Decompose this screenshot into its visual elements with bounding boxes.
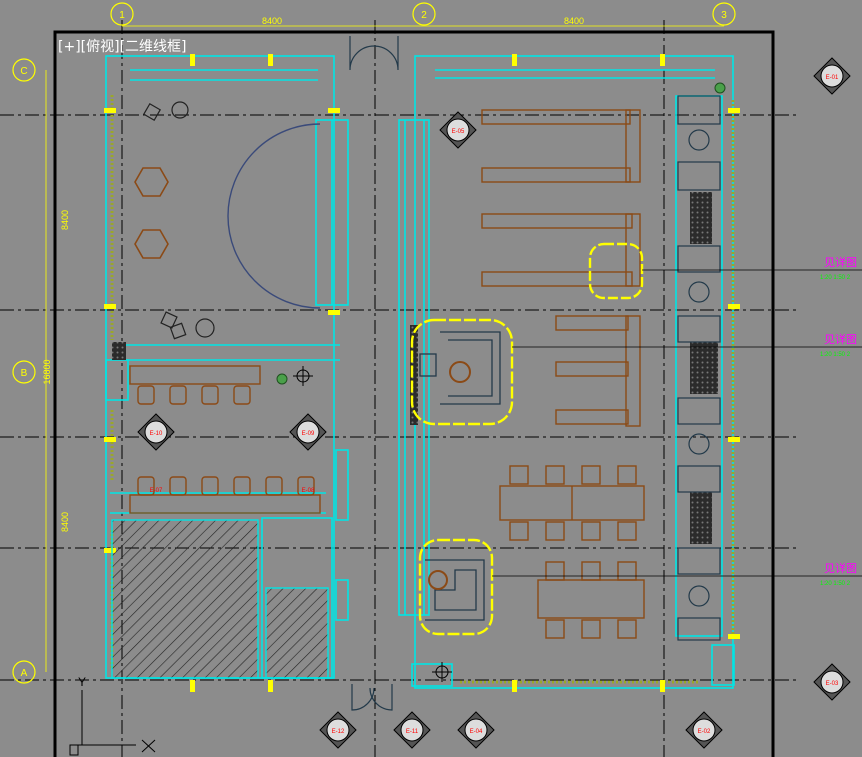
revision-clouds — [410, 242, 644, 636]
elevation-tag-e11: E-11 — [393, 711, 431, 749]
storage-area-hatch — [111, 519, 259, 679]
elevation-tag-e05: E-05 — [439, 111, 477, 149]
elevation-tag-e04: E-04 — [457, 711, 495, 749]
grid-bubble-left-c: C — [12, 58, 36, 82]
detail-note-1-title: 见详图 — [824, 255, 857, 269]
svg-text:1: 1 — [119, 10, 125, 21]
detail-note-3-sub: 1:20 1:50 2 — [820, 581, 851, 587]
elevation-tag-e12: E-12 — [319, 711, 357, 749]
column-markers — [104, 54, 740, 692]
elevation-tag-e03: E-03 — [813, 663, 851, 701]
svg-text:E-05: E-05 — [452, 129, 465, 135]
ucs-y-label: Y — [78, 675, 86, 689]
round-chairs — [428, 361, 471, 590]
sofa-sets — [481, 109, 641, 427]
detail-leaders — [492, 269, 862, 577]
meeting-tables — [499, 465, 645, 639]
grid-bubble-left-b: B — [12, 360, 36, 384]
svg-text:E-01: E-01 — [826, 75, 839, 81]
svg-text:E-10: E-10 — [150, 431, 163, 437]
ucs-icon — [69, 690, 156, 756]
hex-tables — [134, 167, 169, 259]
crosshair-symbols — [293, 366, 452, 682]
detail-note-1-sub: 1:20 1:50 2 — [820, 275, 851, 281]
workstations-upper — [129, 365, 261, 405]
dimension-top-left: 8400 — [262, 16, 282, 26]
svg-text:E-02: E-02 — [698, 729, 711, 735]
detail-note-2-title: 见详图 — [824, 332, 857, 346]
dimension-left-bottom: 8400 — [60, 512, 70, 532]
svg-text:C: C — [20, 66, 27, 77]
outer-wall — [53, 30, 775, 757]
svg-text:B: B — [21, 368, 28, 379]
dimension-left-top: 8400 — [60, 210, 70, 230]
grid-bubble-top-1: 1 — [110, 2, 134, 26]
dimension-lines — [45, 25, 724, 672]
svg-text:3: 3 — [721, 10, 727, 21]
svg-text:E-04: E-04 — [470, 729, 483, 735]
loose-chairs — [142, 101, 215, 340]
detail-note-3-title: 见详图 — [824, 561, 857, 575]
reception-counters — [419, 331, 501, 621]
svg-text:E-12: E-12 — [332, 729, 345, 735]
svg-text:E-11: E-11 — [406, 729, 419, 735]
dimension-top-right: 8400 — [564, 16, 584, 26]
elevation-tag-e01: E-01 — [813, 57, 851, 95]
workstations-lower — [129, 476, 321, 514]
elevation-tag-e08-label: E-08 — [302, 488, 315, 494]
svg-text:E-03: E-03 — [826, 681, 839, 687]
viewport-label[interactable]: [+][俯视][二维线框] — [58, 39, 187, 55]
detail-note-2-sub: 1:20 1:50 2 — [820, 352, 851, 358]
elevation-tag-e02: E-02 — [685, 711, 723, 749]
stage-arc — [227, 123, 321, 309]
booth-chairs — [677, 95, 721, 641]
elevation-tag-e09: E-09 — [289, 413, 327, 451]
plant-symbols — [276, 82, 726, 385]
elevation-tag-e10: E-10 — [137, 413, 175, 451]
dimension-left-middle: 16800 — [42, 359, 52, 384]
dark-hatches — [112, 192, 718, 544]
grid-bubble-top-3: 3 — [712, 2, 736, 26]
svg-text:A: A — [21, 668, 28, 679]
svg-text:2: 2 — [421, 10, 427, 21]
grid-bubble-left-a: A — [12, 660, 36, 684]
svg-text:E-09: E-09 — [302, 431, 315, 437]
storage-area-hatch-2 — [265, 587, 329, 679]
elevation-tag-e07-label: E-07 — [150, 488, 163, 494]
grid-bubble-top-2: 2 — [412, 2, 436, 26]
door-swings — [349, 36, 399, 711]
